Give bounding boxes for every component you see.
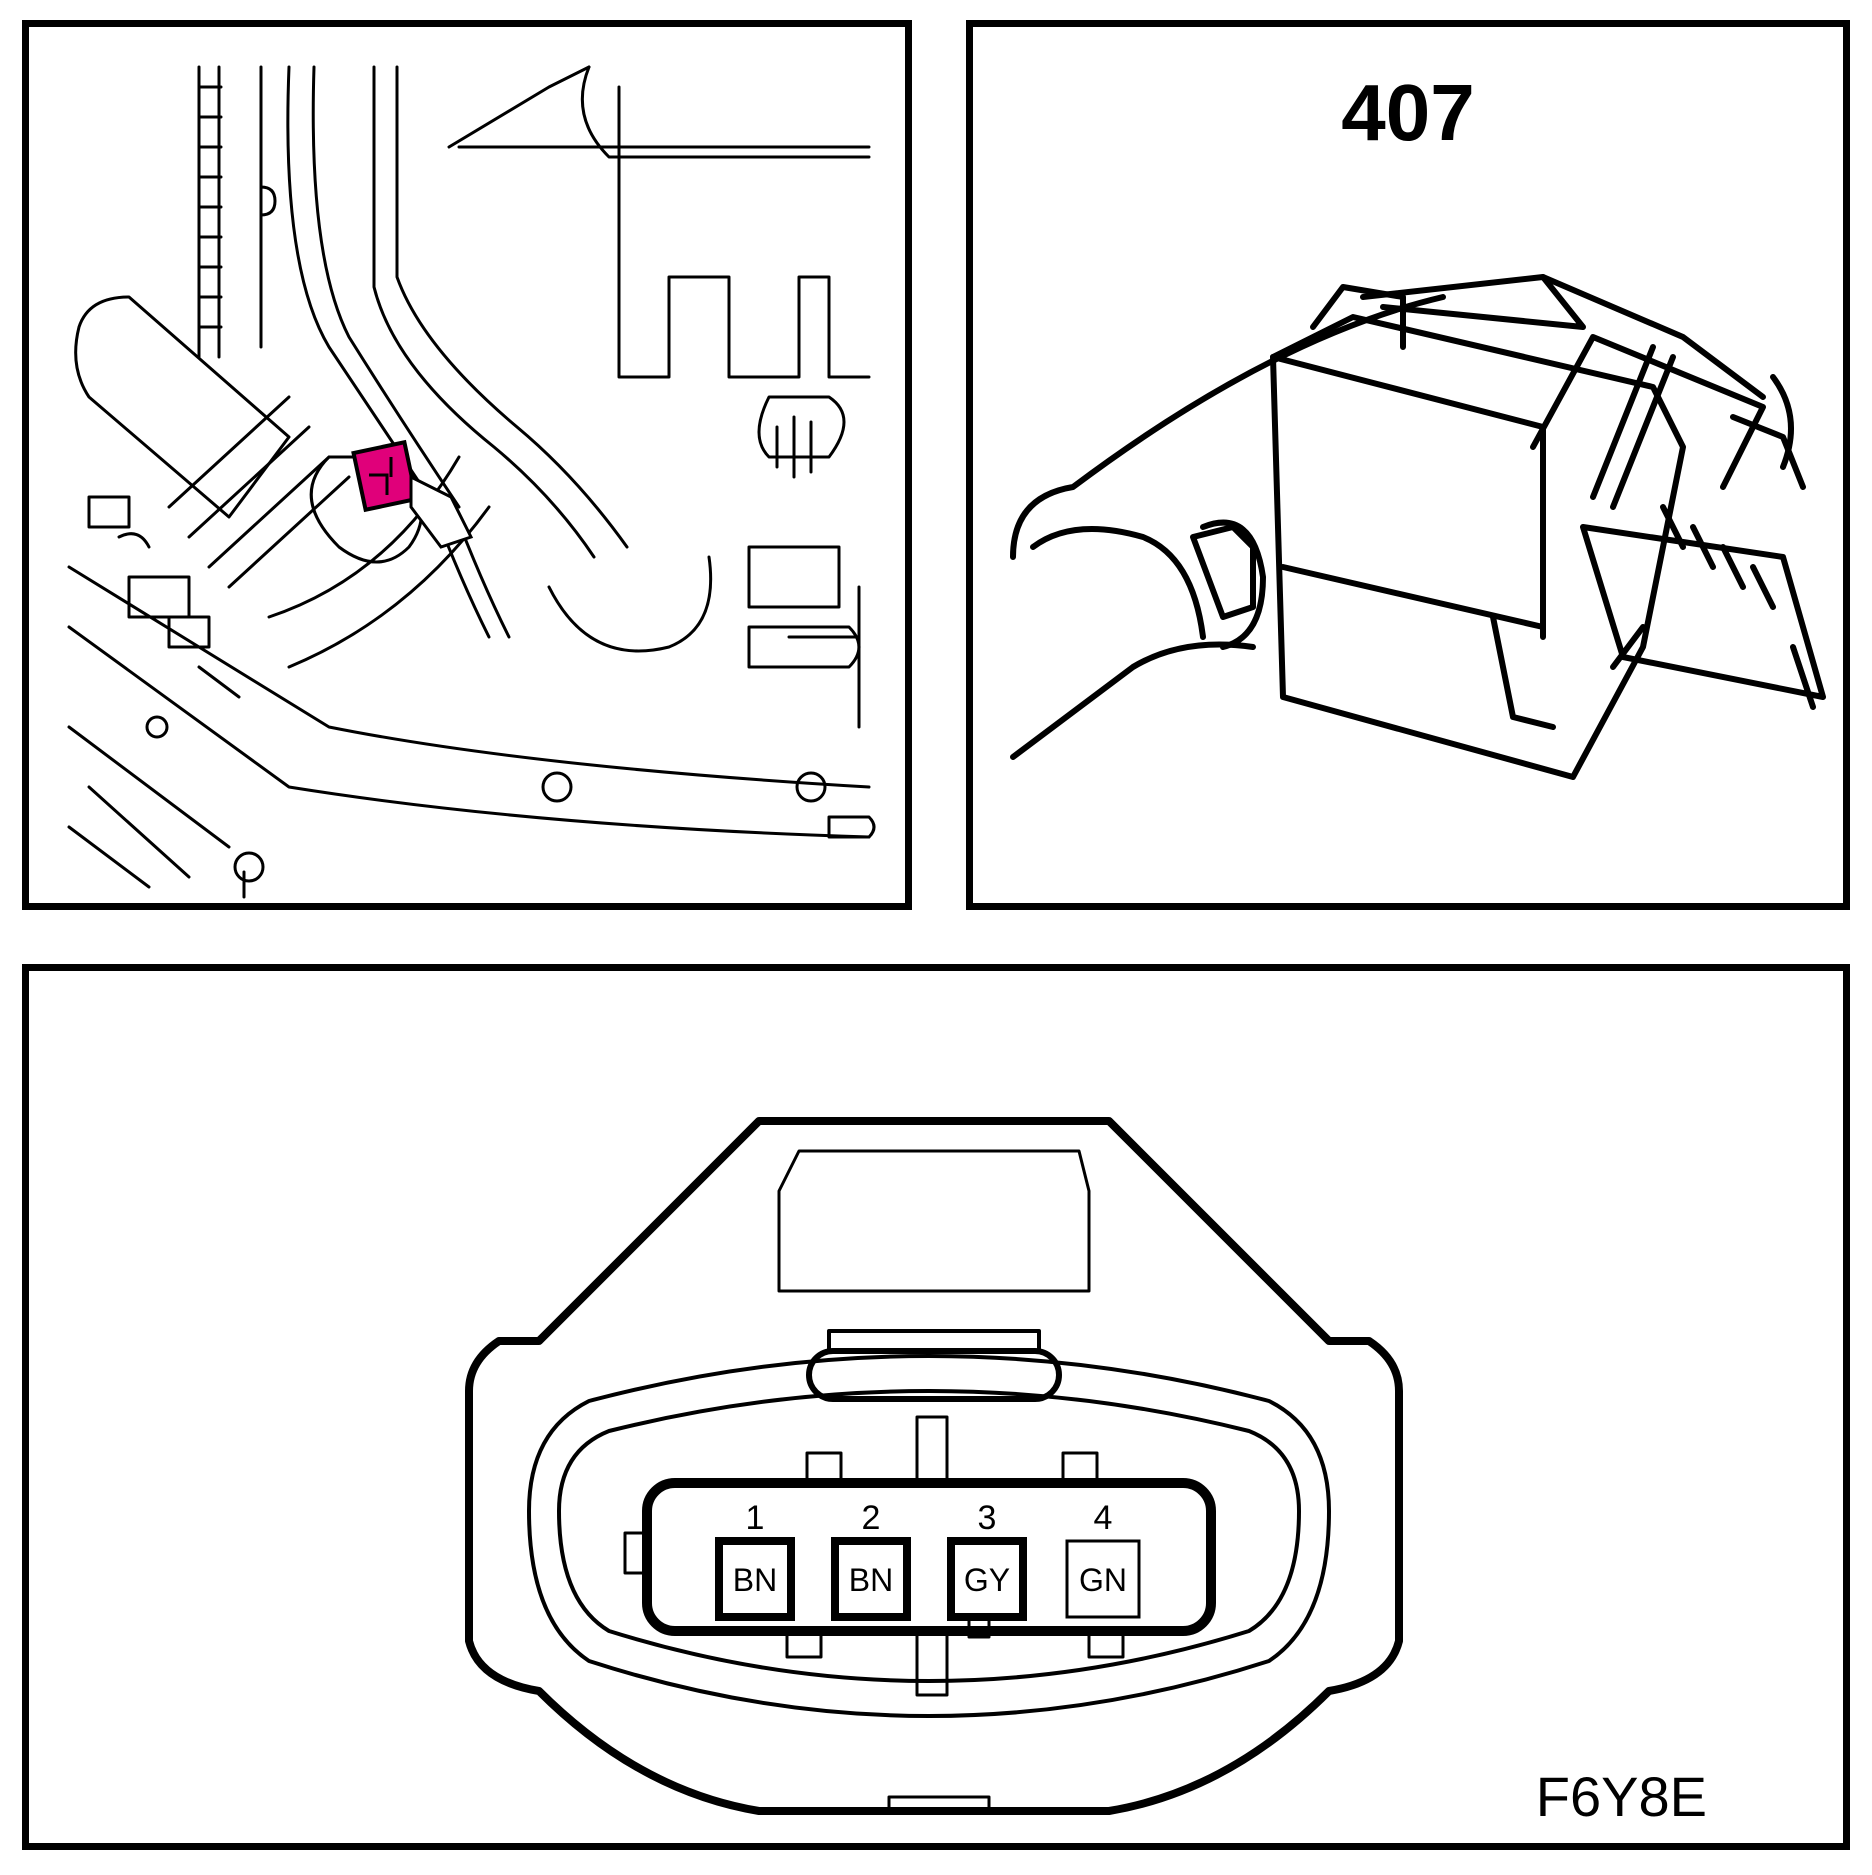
pin-4: 4 GN: [1065, 1499, 1141, 1619]
pin-1: 1 BN: [715, 1499, 795, 1621]
connector-callout-label: 407: [1341, 68, 1475, 157]
pin-2: 2 BN: [831, 1499, 911, 1621]
figure-code: F6Y8E: [1535, 1765, 1707, 1828]
pinout-panel: 1 BN 2 BN 3 GY 4 GN F6Y8E: [22, 964, 1850, 1850]
pin-color-code: BN: [733, 1562, 777, 1598]
pin-color-code: BN: [849, 1562, 893, 1598]
pin-number: 1: [746, 1499, 765, 1537]
pin-color-code: GN: [1079, 1562, 1127, 1598]
pin-color-code: GY: [964, 1562, 1010, 1598]
connector-closeup-panel: 407: [966, 20, 1850, 910]
pin-number: 4: [1094, 1499, 1113, 1537]
highlighted-connector: [351, 439, 474, 549]
pin-number: 3: [978, 1499, 997, 1537]
connector-closeup-illustration: [1010, 274, 1826, 780]
engine-bay-illustration: [67, 65, 876, 899]
engine-location-panel: [22, 20, 912, 910]
pin-number: 2: [862, 1499, 881, 1537]
pin-3: 3 GY: [947, 1499, 1027, 1621]
connector-face-diagram: 1 BN 2 BN 3 GY 4 GN: [465, 1117, 1403, 1815]
